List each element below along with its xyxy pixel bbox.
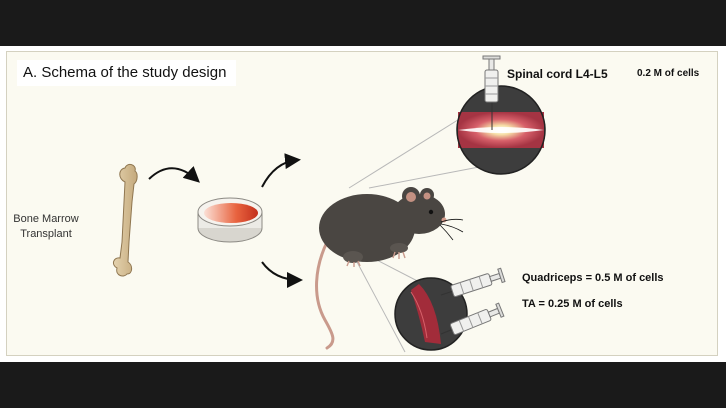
bone-marrow-transplant-label: Bone Marrow Transplant bbox=[9, 212, 83, 242]
spinal-cord-zoom bbox=[456, 85, 546, 175]
mouse-eye bbox=[428, 209, 434, 215]
arrow-dish-to-spinal bbox=[261, 153, 301, 188]
spinal-syringe-icon bbox=[482, 55, 501, 130]
mouse-ear bbox=[406, 192, 416, 202]
muscle-tissue bbox=[411, 284, 441, 344]
diagram-canvas bbox=[112, 55, 546, 353]
spinal-dose-label: 0.2 M of cells bbox=[637, 68, 700, 79]
ta-syringe-icon bbox=[440, 302, 505, 335]
petri-dish-icon bbox=[197, 197, 263, 243]
arrow-bone-to-dish bbox=[148, 165, 200, 183]
transplant-label-line-1: Bone Marrow bbox=[13, 213, 79, 225]
transplant-label-line-2: Transplant bbox=[20, 228, 72, 240]
arrow-dish-to-muscle bbox=[261, 261, 303, 288]
quadriceps-dose-label: Quadriceps = 0.5 M of cells bbox=[522, 272, 664, 284]
mouse-illustration bbox=[315, 187, 464, 350]
mouse-head bbox=[393, 194, 445, 234]
muscle-zoom bbox=[394, 277, 468, 351]
bone-icon bbox=[112, 163, 138, 277]
ta-dose-label: TA = 0.25 M of cells bbox=[522, 298, 623, 310]
mouse-tail bbox=[315, 240, 335, 350]
quadriceps-syringe-icon bbox=[440, 267, 506, 297]
figure-panel: A. Schema of the study design Bone Marro… bbox=[6, 51, 718, 356]
figure-title: A. Schema of the study design bbox=[17, 60, 237, 86]
spinal-site-label: Spinal cord L4-L5 bbox=[507, 67, 608, 81]
mouse-body bbox=[319, 194, 415, 262]
slide-frame: A. Schema of the study design Bone Marro… bbox=[0, 46, 726, 362]
